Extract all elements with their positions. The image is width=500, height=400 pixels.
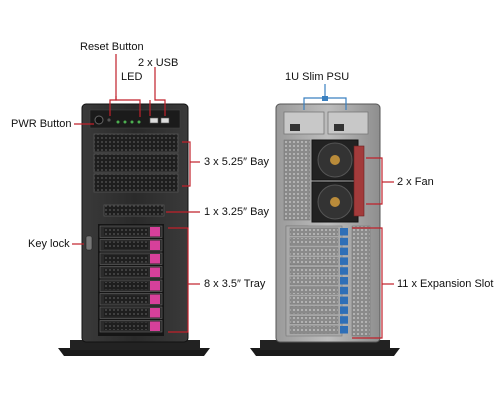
label-pwr-button: PWR Button — [11, 118, 72, 130]
key-lock-icon[interactable] — [85, 235, 93, 251]
expansion-slot — [289, 247, 348, 256]
expansion-slot — [289, 276, 348, 285]
front-callouts — [72, 54, 200, 333]
expansion-slot — [289, 325, 348, 334]
hdd-tray[interactable] — [99, 225, 163, 238]
expansion-slot — [289, 227, 348, 236]
rear-callouts — [303, 84, 394, 339]
bays-525 — [93, 133, 179, 193]
rear-fans — [311, 139, 365, 223]
label-expansion-slot: 11 x Expansion Slot — [397, 278, 494, 290]
label-reset-button: Reset Button — [80, 41, 144, 53]
hdd-tray[interactable] — [99, 306, 163, 319]
expansion-slot — [289, 306, 348, 315]
expansion-slot — [289, 286, 348, 295]
label-key-lock: Key lock — [28, 238, 70, 250]
hdd-tray[interactable] — [99, 239, 163, 252]
hdd-tray[interactable] — [99, 279, 163, 292]
label-usb: 2 x USB — [138, 57, 179, 69]
label-bay-325: 1 x 3.25″ Bay — [204, 206, 270, 218]
label-tray-35: 8 x 3.5″ Tray — [204, 278, 266, 290]
label-led: LED — [121, 71, 143, 83]
usb-port-icon[interactable] — [149, 117, 159, 124]
hdd-trays — [98, 224, 164, 336]
hdd-tray[interactable] — [99, 320, 163, 333]
bay-325 — [103, 204, 165, 217]
label-bay-525: 3 x 5.25″ Bay — [204, 156, 270, 168]
label-fan: 2 x Fan — [397, 176, 434, 188]
expansion-slot — [289, 266, 348, 275]
label-psu: 1U Slim PSU — [285, 71, 350, 83]
hdd-tray[interactable] — [99, 293, 163, 306]
expansion-slot — [289, 257, 348, 266]
expansion-slot — [289, 315, 348, 324]
hdd-tray[interactable] — [99, 266, 163, 279]
usb-port-icon[interactable] — [160, 117, 170, 124]
hdd-tray[interactable] — [99, 252, 163, 265]
expansion-slot — [289, 237, 348, 246]
led-indicators — [116, 120, 141, 124]
power-button-icon[interactable] — [94, 115, 104, 125]
reset-button-icon[interactable] — [107, 118, 111, 122]
expansion-slot — [289, 296, 348, 305]
